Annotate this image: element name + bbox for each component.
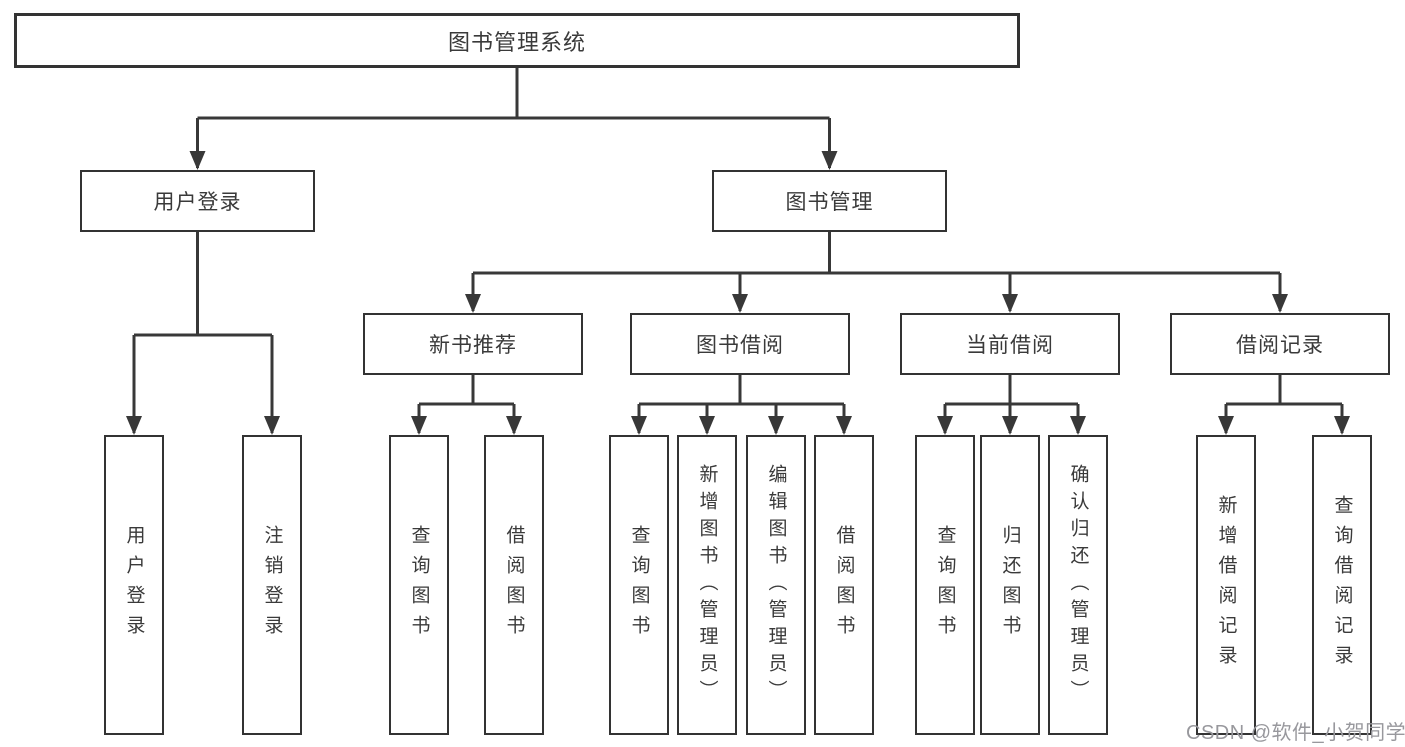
watermark: CSDN @软件_小贺同学 (1186, 722, 1405, 744)
leaf-borrow-books-new: 借阅图书 (484, 435, 544, 735)
leaf-label: 查询图书 (934, 525, 956, 645)
node-user-login: 用户登录 (80, 170, 315, 232)
node-current-borrowing: 当前借阅 (900, 313, 1120, 375)
leaf-label: 新增图书（管理员） (696, 463, 718, 707)
tree-edges (132, 68, 1344, 433)
leaf-label: 查询图书 (408, 525, 430, 645)
leaf-edit-books-admin: 编辑图书（管理员） (746, 435, 806, 735)
leaf-label: 用户登录 (123, 525, 145, 645)
leaf-label: 编辑图书（管理员） (765, 463, 787, 707)
leaf-query-books-new: 查询图书 (389, 435, 449, 735)
leaf-label: 借阅图书 (833, 525, 855, 645)
node-book-management: 图书管理 (712, 170, 947, 232)
leaf-label: 查询借阅记录 (1331, 495, 1353, 675)
leaf-confirm-return-admin: 确认归还（管理员） (1048, 435, 1108, 735)
leaf-add-books-admin: 新增图书（管理员） (677, 435, 737, 735)
leaf-user-login: 用户登录 (104, 435, 164, 735)
leaf-query-borrow-record: 查询借阅记录 (1312, 435, 1372, 735)
leaf-query-books-current: 查询图书 (915, 435, 975, 735)
leaf-label: 借阅图书 (503, 525, 525, 645)
leaf-borrow-books: 借阅图书 (814, 435, 874, 735)
leaf-logout: 注销登录 (242, 435, 302, 735)
leaf-label: 归还图书 (999, 525, 1021, 645)
leaf-label: 确认归还（管理员） (1067, 463, 1089, 707)
leaf-query-books-borrow: 查询图书 (609, 435, 669, 735)
node-library-management-system: 图书管理系统 (14, 13, 1020, 68)
node-book-borrowing: 图书借阅 (630, 313, 850, 375)
leaf-label: 查询图书 (628, 525, 650, 645)
leaf-return-books: 归还图书 (980, 435, 1040, 735)
node-new-book-recommendation: 新书推荐 (363, 313, 583, 375)
node-borrowing-records: 借阅记录 (1170, 313, 1390, 375)
leaf-label: 注销登录 (261, 525, 283, 645)
leaf-add-borrow-record: 新增借阅记录 (1196, 435, 1256, 735)
leaf-label: 新增借阅记录 (1215, 495, 1237, 675)
